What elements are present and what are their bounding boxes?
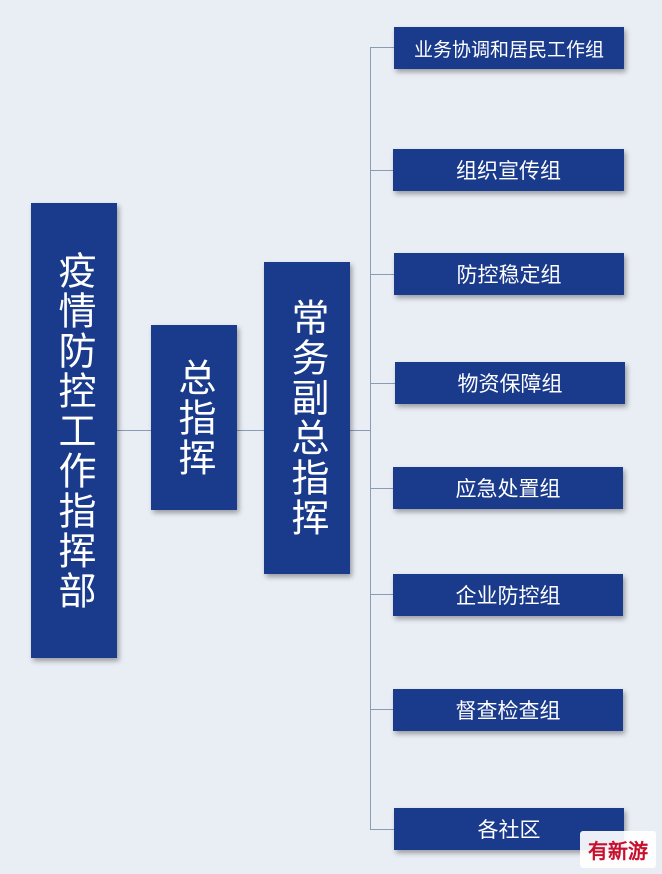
connector-chief-deputy xyxy=(237,430,264,431)
node-group-inspection: 督查检查组 xyxy=(393,689,623,731)
node-command-headquarters: 疫情防控工作指挥部 xyxy=(31,203,117,658)
connector-group-7 xyxy=(370,709,393,710)
node-group-emergency: 应急处置组 xyxy=(393,467,623,509)
connector-root-chief xyxy=(117,430,151,431)
connector-group-3 xyxy=(370,274,394,275)
connector-group-6 xyxy=(370,594,393,595)
connector-trunk xyxy=(370,47,371,830)
node-group-supplies: 物资保障组 xyxy=(395,362,625,404)
connector-group-4 xyxy=(370,383,395,384)
node-group-coordination: 业务协调和居民工作组 xyxy=(394,27,624,69)
node-executive-deputy-commander-label: 常务副总指挥 xyxy=(285,298,329,538)
node-executive-deputy-commander: 常务副总指挥 xyxy=(264,262,350,574)
node-group-emergency-label: 应急处置组 xyxy=(455,477,561,501)
node-group-enterprise: 企业防控组 xyxy=(393,574,623,616)
connector-group-1 xyxy=(370,47,394,48)
connector-group-5 xyxy=(370,488,393,489)
node-chief-commander-label: 总指挥 xyxy=(172,357,216,478)
node-group-inspection-label: 督查检查组 xyxy=(455,699,561,723)
watermark-text: 有新游 xyxy=(588,839,648,863)
node-command-headquarters-label: 疫情防控工作指挥部 xyxy=(52,250,96,611)
node-group-communities: 各社区 xyxy=(394,808,624,850)
node-group-stability: 防控稳定组 xyxy=(394,253,624,295)
connector-group-2 xyxy=(370,170,393,171)
node-group-coordination-label: 业务协调和居民工作组 xyxy=(413,38,604,61)
connector-group-8 xyxy=(370,829,394,830)
node-group-communities-label: 各社区 xyxy=(477,818,541,842)
node-group-supplies-label: 物资保障组 xyxy=(457,372,563,396)
node-group-publicity-label: 组织宣传组 xyxy=(456,159,561,183)
node-chief-commander: 总指挥 xyxy=(151,325,237,510)
node-group-stability-label: 防控稳定组 xyxy=(456,263,562,287)
connector-deputy-trunk xyxy=(350,430,370,431)
watermark-logo: 有新游 xyxy=(580,831,656,868)
node-group-publicity: 组织宣传组 xyxy=(393,149,624,191)
node-group-enterprise-label: 企业防控组 xyxy=(455,584,561,608)
